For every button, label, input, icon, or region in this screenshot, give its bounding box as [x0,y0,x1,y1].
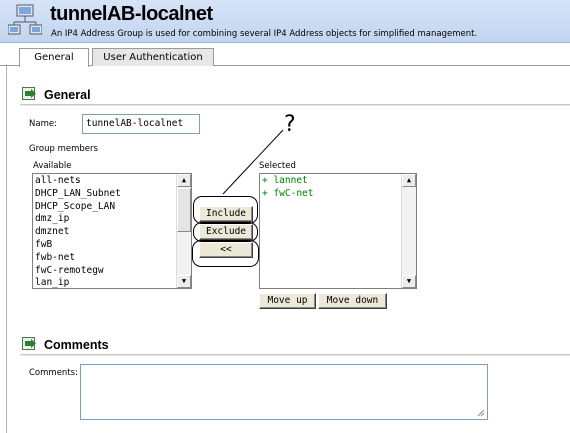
selected-scrollbar[interactable]: ▲ ▼ [401,174,416,288]
exclude-button[interactable]: Exclude [199,224,253,240]
name-label: Name: [29,119,57,129]
network-group-icon [8,4,42,35]
available-list[interactable]: all-nets DHCP_LAN_Subnet DHCP_Scope_LAN … [32,173,192,289]
section-divider-general [20,104,570,105]
selected-label: Selected [259,161,296,171]
list-item[interactable]: lan_ip [35,277,70,289]
selected-items: + lannet + fwC-net [262,175,313,201]
arrow-section-icon [22,337,36,350]
tab-general[interactable]: General [19,48,89,67]
scroll-up-icon[interactable]: ▲ [177,174,191,187]
page-title: tunnelAB-localnet [50,3,213,25]
annotation-question-mark: ? [284,112,296,137]
scroll-up-icon[interactable]: ▲ [402,174,416,187]
list-item[interactable]: fwC-remotegw [35,264,104,276]
resize-grip-icon[interactable] [477,409,485,417]
content-panel [6,66,570,433]
section-divider-comments [20,354,570,355]
list-item[interactable]: dmz_ip [35,213,70,225]
list-item[interactable]: fwB [35,238,53,250]
scroll-thumb[interactable] [177,188,191,232]
tab-user-authentication-label: User Authentication [103,52,203,63]
move-down-button[interactable]: Move down [318,293,387,309]
list-item[interactable]: DHCP_Scope_LAN [35,200,116,212]
list-item[interactable]: + fwC-net [262,187,314,199]
section-divider-comments-shadow [20,355,570,356]
tab-general-label: General [34,52,74,63]
move-up-button[interactable]: Move up [259,293,316,309]
list-item[interactable]: all-nets [35,175,81,186]
list-item[interactable]: dmznet [35,226,70,238]
selected-list[interactable]: + lannet + fwC-net ▲ ▼ [259,173,417,289]
name-input[interactable]: tunnelAB-localnet [82,114,200,134]
tab-user-authentication[interactable]: User Authentication [92,48,214,66]
comments-label: Comments: [29,368,78,378]
annotation-oval-include [193,196,258,224]
available-scrollbar[interactable]: ▲ ▼ [176,174,191,288]
arrow-section-icon [22,87,36,100]
list-item[interactable]: fwb-net [35,251,76,263]
scroll-down-icon[interactable]: ▼ [402,275,416,288]
scroll-down-icon[interactable]: ▼ [177,275,191,288]
group-members-label: Group members [29,144,98,154]
list-item[interactable]: DHCP_LAN_Subnet [35,187,121,199]
available-label: Available [33,161,72,171]
page-subtitle: An IP4 Address Group is used for combini… [51,29,478,39]
available-items: all-nets DHCP_LAN_Subnet DHCP_Scope_LAN … [35,175,121,289]
comments-textarea[interactable] [80,364,488,420]
annotation-oval-exclude [193,222,258,242]
remove-button[interactable]: << [199,242,253,258]
section-divider-general-shadow [20,105,570,106]
include-button[interactable]: Include [199,206,253,222]
list-item[interactable]: + lannet [262,175,308,186]
page-header: tunnelAB-localnet An IP4 Address Group i… [0,0,570,43]
section-heading-comments: Comments [44,338,109,352]
annotation-oval-remove [192,240,259,267]
tab-underline [0,65,570,66]
section-heading-general: General [44,88,91,102]
tab-bar: General User Authentication [0,43,570,67]
annotation-line [222,129,284,195]
